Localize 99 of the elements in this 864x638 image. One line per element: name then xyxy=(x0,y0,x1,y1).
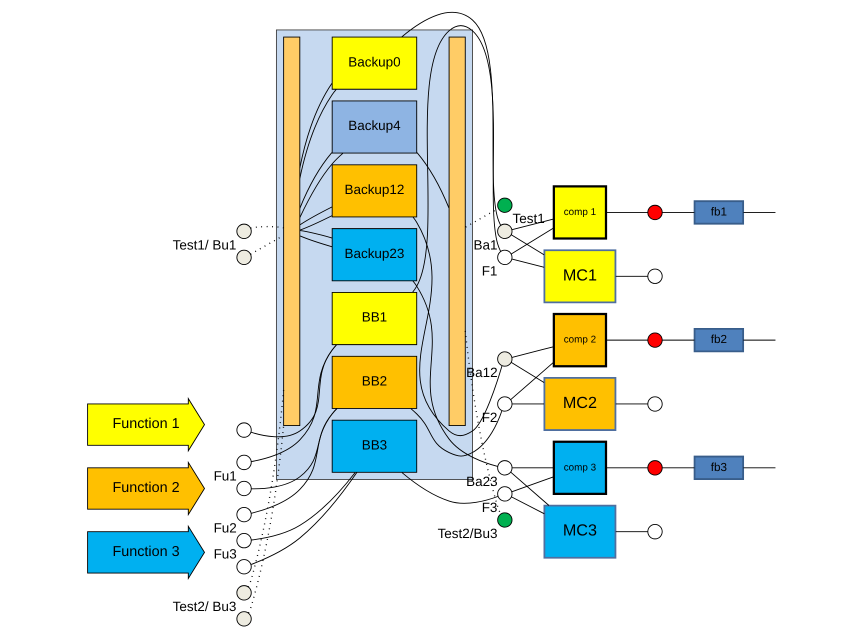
node-label: Fu3 xyxy=(214,546,237,562)
node-circle xyxy=(497,224,512,239)
node-label: F3 xyxy=(482,500,498,515)
connector xyxy=(412,216,502,436)
connector xyxy=(510,228,554,254)
connector xyxy=(250,226,284,229)
node-box: Backup0 xyxy=(332,36,418,90)
node-circle xyxy=(647,460,663,476)
node-circle xyxy=(236,250,252,266)
connector xyxy=(510,234,545,256)
node-label: Fu2 xyxy=(214,520,237,536)
node-circle xyxy=(647,268,663,284)
connector xyxy=(250,472,358,565)
node-circle xyxy=(647,524,663,540)
node-circle xyxy=(497,460,512,476)
node-bar xyxy=(283,36,300,426)
connector xyxy=(662,212,695,213)
connector xyxy=(512,258,545,268)
node-circle xyxy=(236,224,252,239)
node-circle xyxy=(236,506,252,522)
node-box: comp 2 xyxy=(552,312,608,368)
connector xyxy=(248,390,284,588)
node-box: MC2 xyxy=(544,377,616,431)
connector xyxy=(512,218,554,230)
connector xyxy=(464,330,502,514)
connector xyxy=(299,152,344,218)
connector xyxy=(615,531,648,532)
connector xyxy=(299,89,337,179)
node-circle xyxy=(497,396,512,412)
connector xyxy=(510,362,545,383)
connector xyxy=(606,212,648,213)
connector xyxy=(412,280,498,467)
connector xyxy=(742,467,776,468)
node-circle xyxy=(236,533,252,548)
connector xyxy=(299,152,332,209)
connector xyxy=(606,467,648,468)
node-label: Ba1 xyxy=(474,237,498,252)
node-label: Test1 xyxy=(512,211,545,226)
connector xyxy=(412,25,502,293)
connector xyxy=(402,472,498,504)
node-label: Test2/Bu3 xyxy=(438,526,498,541)
connector xyxy=(250,408,338,514)
node-circle xyxy=(236,611,252,627)
node-circle xyxy=(236,454,252,470)
connector xyxy=(300,206,333,226)
connector xyxy=(300,215,333,230)
connector xyxy=(662,340,695,341)
node-box: BB1 xyxy=(332,292,418,346)
node-circle xyxy=(647,204,663,220)
node-label: Fu1 xyxy=(214,468,237,484)
connector xyxy=(510,472,550,506)
node-circle xyxy=(497,198,512,213)
connector xyxy=(300,230,333,238)
node-circle xyxy=(236,559,252,574)
connector xyxy=(250,344,337,462)
node-circle xyxy=(647,396,663,412)
connector xyxy=(299,82,332,168)
connector xyxy=(300,236,333,248)
node-box: comp 3 xyxy=(552,440,608,496)
node-circle xyxy=(236,480,252,496)
node-box: fb1 xyxy=(694,200,744,225)
node-circle xyxy=(647,332,663,348)
connector xyxy=(615,276,648,277)
connector xyxy=(248,426,284,614)
node-box: MC1 xyxy=(544,249,616,304)
node-circle xyxy=(236,585,252,600)
node-box: Backup12 xyxy=(332,164,418,218)
node-label: Test1/ Bu1 xyxy=(172,237,236,252)
node-circle xyxy=(497,351,512,367)
node-label: F1 xyxy=(482,263,498,278)
node-box: BB2 xyxy=(332,356,418,409)
connector xyxy=(742,340,776,341)
connector xyxy=(512,467,554,468)
node-box: fb2 xyxy=(694,328,744,352)
node-circle xyxy=(497,486,512,502)
node-box: Backup4 xyxy=(332,100,418,154)
connector xyxy=(511,496,545,514)
connector xyxy=(742,212,776,213)
node-box: BB3 xyxy=(332,420,418,473)
connector xyxy=(662,467,695,468)
node-box: comp 1 xyxy=(552,185,608,240)
connector xyxy=(401,12,502,226)
node-box: Backup23 xyxy=(332,228,418,282)
connector xyxy=(410,408,502,456)
connector xyxy=(251,472,356,540)
node-label: Ba23 xyxy=(466,474,498,489)
node-label: F2 xyxy=(482,410,498,425)
connector xyxy=(606,340,648,341)
node-label: Test2/ Bu3 xyxy=(172,598,236,614)
node-box: fb3 xyxy=(694,456,744,480)
connector xyxy=(510,362,554,400)
connector xyxy=(512,346,554,358)
connector xyxy=(416,152,450,209)
node-circle xyxy=(497,512,512,528)
node-bar xyxy=(448,36,466,426)
connector xyxy=(511,476,554,492)
node-circle xyxy=(497,250,512,266)
node-circle xyxy=(236,422,252,438)
node-box: MC3 xyxy=(544,504,616,559)
